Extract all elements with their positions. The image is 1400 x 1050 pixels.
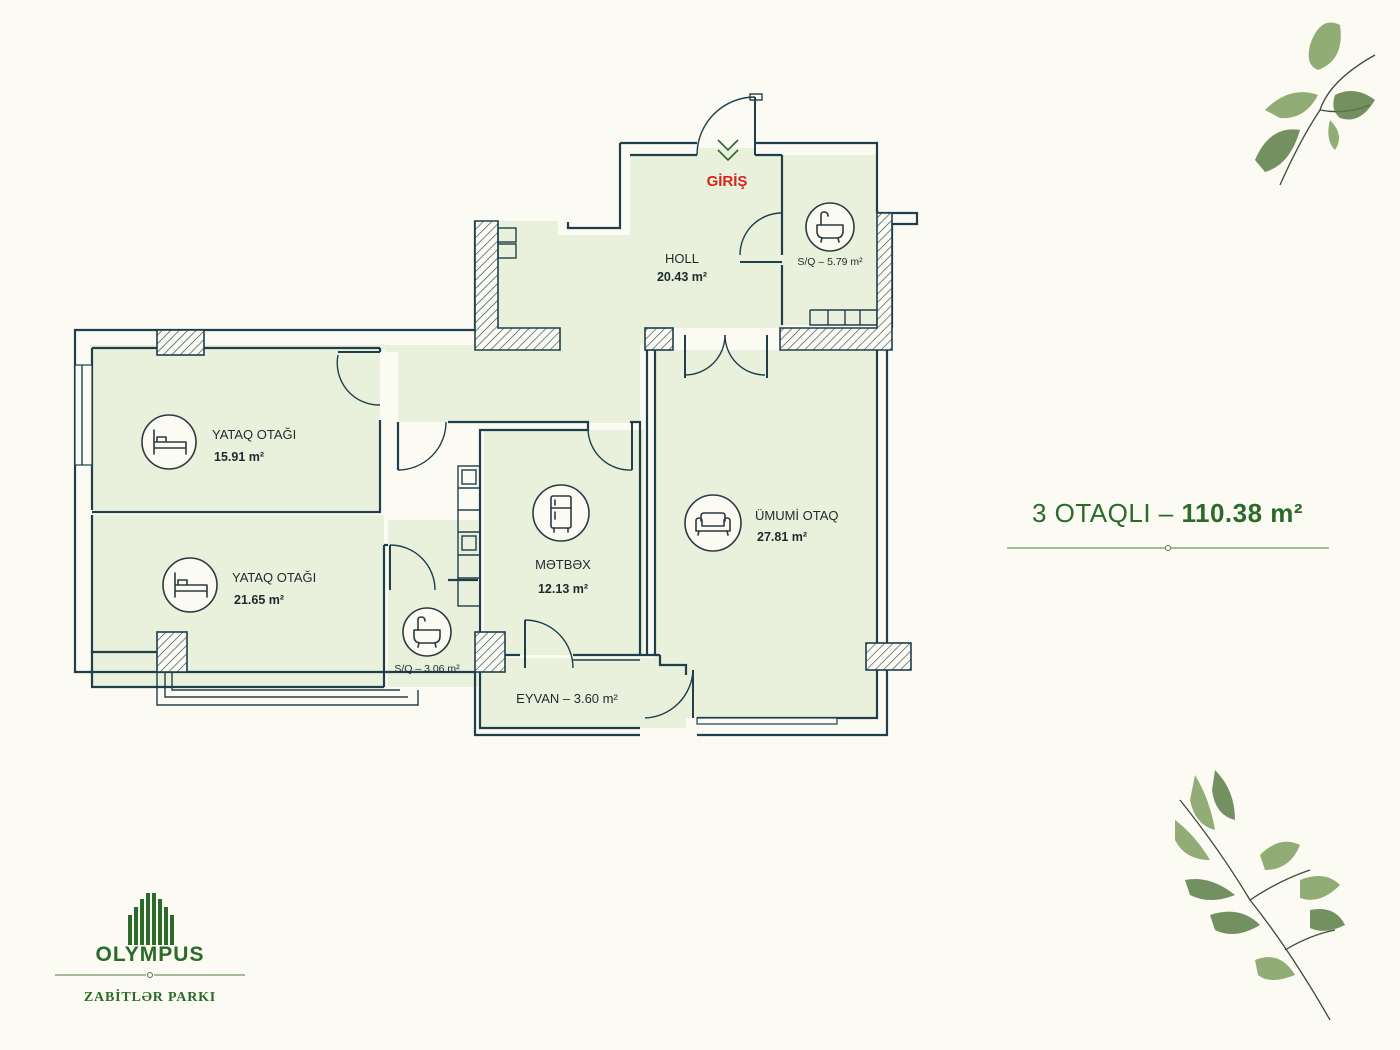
bed-icon (162, 557, 218, 613)
summary-divider (1007, 545, 1329, 551)
structural-columns (156, 212, 912, 673)
doors (336, 93, 783, 719)
bedroom2-name: YATAQ OTAĞI (232, 570, 316, 585)
building-icon (128, 893, 174, 945)
living-area: 27.81 m² (757, 530, 807, 544)
holl-area: 20.43 m² (657, 270, 707, 284)
bathtub-icon (805, 202, 855, 252)
kitchen-name: MƏTBƏX (535, 557, 591, 572)
sofa-icon (684, 494, 742, 552)
wardrobe-column (457, 465, 481, 607)
entrance-label: GİRİŞ (707, 173, 748, 190)
living-name: ÜMUMİ OTAQ (755, 508, 839, 523)
decorative-leaves-top (1255, 22, 1376, 186)
bedroom2-area: 21.65 m² (234, 593, 284, 607)
entry-chevron-icon (717, 139, 739, 162)
sq-bottom-label: S/Q – 3.06 m² (394, 663, 460, 675)
brand-name: OLYMPUS (95, 943, 205, 966)
bedroom1-name: YATAQ OTAĞI (212, 427, 296, 442)
apartment-summary: 3 OTAQLI – 110.38 m² (1005, 498, 1330, 529)
olympus-logo (55, 893, 245, 978)
bedroom1-area: 15.91 m² (214, 450, 264, 464)
sq-top-label: S/Q – 5.79 m² (797, 256, 863, 268)
fridge-icon (532, 484, 590, 542)
bathtub-icon (402, 607, 452, 657)
balcony-label: EYVAN – 3.60 m² (516, 691, 618, 706)
total-area: 110.38 m² (1181, 498, 1304, 528)
kitchen-area: 12.13 m² (538, 582, 588, 596)
brand-subtitle: ZABİTLƏR PARKI (83, 990, 217, 1005)
holl-name: HOLL (665, 251, 699, 266)
rooms-count-label: 3 OTAQLI – (1031, 498, 1174, 528)
floor-fills (90, 148, 877, 728)
bed-icon (141, 414, 197, 470)
decorative-leaves-bottom (1175, 770, 1345, 1021)
